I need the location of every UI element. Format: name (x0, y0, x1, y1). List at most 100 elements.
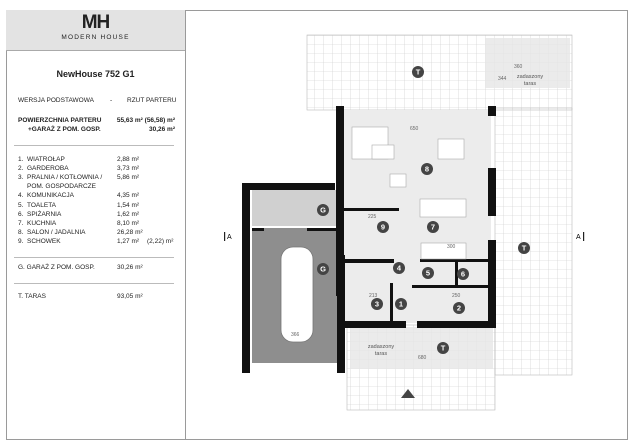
svg-text:9: 9 (381, 223, 385, 232)
divider (14, 145, 174, 146)
svg-text:8: 8 (425, 165, 429, 174)
room-marker: 5 (422, 267, 434, 279)
room-name: SCHOWEK (27, 237, 61, 245)
room-marker: T (518, 242, 530, 254)
room-name: GARDEROBA (27, 165, 69, 173)
covered-terrace-label: zadaszony taras zadaszony taras (368, 74, 544, 357)
dim-label: 300 (447, 244, 456, 250)
room-marker: 2 (453, 302, 465, 314)
room-name: POM. GOSPODARCZE (27, 183, 96, 191)
room-area: 8,10 m² (117, 219, 140, 227)
dim-label: 680 (418, 355, 427, 361)
room-marker: 3 (371, 298, 383, 310)
room-marker: T (412, 66, 424, 78)
project-title: NewHouse 752 G1 (56, 69, 135, 79)
room-area: 26,28 m² (117, 228, 143, 236)
plan-type: RZUT PARTERU (127, 97, 177, 104)
room-marker: 8 (421, 163, 433, 175)
room-number: 9. (18, 237, 24, 245)
dim-label: 360 (514, 64, 523, 70)
svg-text:taras: taras (375, 351, 387, 357)
garage-name: G. GARAŻ Z POM. GOSP. (18, 264, 95, 271)
room-marker: 4 (393, 262, 405, 274)
dim-label: 250 (452, 293, 461, 299)
svg-text:T: T (441, 344, 446, 353)
svg-text:taras: taras (524, 81, 536, 87)
room-number: 1. (18, 156, 24, 163)
room-number: 8. (18, 228, 24, 236)
room-area-extra: (2,22) m² (147, 237, 174, 245)
room-name: WIATROŁAP (27, 156, 65, 163)
room-name: SPIŻARNIA (27, 210, 62, 218)
svg-text:5: 5 (426, 269, 430, 278)
room-marker: 6 (457, 268, 469, 280)
section-tick-right (583, 232, 585, 241)
room-marker: 7 (427, 221, 439, 233)
header: MH MODERN HOUSE (6, 10, 185, 51)
garage-area-value: 30,26 m² (148, 126, 175, 133)
version-label: WERSJA PODSTAWOWA (18, 97, 94, 104)
svg-text:7: 7 (431, 223, 435, 232)
garage-utility (252, 190, 344, 226)
room-marker: T (437, 342, 449, 354)
svg-text:2: 2 (457, 304, 461, 313)
room-marker: G (317, 263, 329, 275)
version-sep: - (110, 97, 113, 104)
svg-text:T: T (522, 244, 527, 253)
svg-text:G: G (320, 265, 326, 274)
room-area: 1,62 m² (117, 210, 140, 218)
room-area: 5,86 m² (117, 174, 140, 182)
room-area: 4,35 m² (117, 192, 140, 200)
covered-terrace-top (485, 38, 570, 88)
room-number: 2. (18, 165, 24, 173)
room-area: 1,27 m² (117, 237, 140, 245)
info-panel: MH MODERN HOUSE NewHouse 752 G1 (6, 10, 186, 440)
garage-area: 30,26 m² (117, 264, 143, 271)
room-number: 6. (18, 210, 24, 218)
room-number: 7. (18, 219, 24, 227)
walls (242, 106, 496, 373)
covered-terrace-bottom (350, 327, 493, 369)
svg-text:1: 1 (399, 300, 403, 309)
svg-text:T: T (416, 68, 421, 77)
divider (14, 283, 174, 284)
section-marker-right: A (576, 234, 581, 241)
brand-name: MODERN HOUSE (61, 34, 130, 41)
ground-area-label: POWIERZCHNIA PARTERU (18, 117, 102, 124)
room-name: KUCHNIA (27, 219, 57, 227)
room-marker: 9 (377, 221, 389, 233)
room-area: 3,73 m² (117, 165, 140, 173)
room-name: SALON / JADALNIA (27, 228, 86, 236)
dim-label: 344 (498, 76, 507, 82)
room-marker: 1 (395, 298, 407, 310)
svg-text:4: 4 (397, 264, 402, 273)
car (280, 246, 314, 343)
page-frame (6, 10, 628, 440)
ground-area-value: 55,63 m² (56,58) m² (116, 117, 175, 124)
svg-text:G: G (320, 206, 326, 215)
room-name: KOMUNIKACJA (27, 192, 74, 200)
terrace-name: T. TARAS (18, 293, 46, 300)
room-number: 5. (18, 201, 24, 209)
svg-text:zadaszony: zadaszony (368, 344, 395, 350)
room-marker: G (317, 204, 329, 216)
dim-label: 213 (369, 293, 378, 299)
svg-text:3: 3 (375, 300, 379, 309)
north-arrow-icon (401, 389, 415, 398)
section-tick-left (224, 232, 226, 241)
svg-text:zadaszony: zadaszony (517, 74, 544, 80)
room-number: 4. (18, 192, 24, 200)
room-name: TOALETA (27, 201, 57, 209)
section-marker-left: A (227, 234, 232, 241)
dim-label: 225 (368, 214, 377, 220)
divider (14, 257, 174, 258)
room-name: PRALNIA / KOTŁOWNIA / (27, 174, 103, 182)
dim-label: 366 (291, 332, 300, 338)
dim-label: 650 (410, 126, 419, 132)
terrace-right (494, 107, 573, 376)
room-area: 2,88 m² (117, 156, 140, 163)
logo: MH (81, 12, 111, 33)
garage-area-label: +GARAŻ Z POM. GOSP. (28, 126, 101, 133)
terrace-area: 93,05 m² (117, 293, 143, 300)
